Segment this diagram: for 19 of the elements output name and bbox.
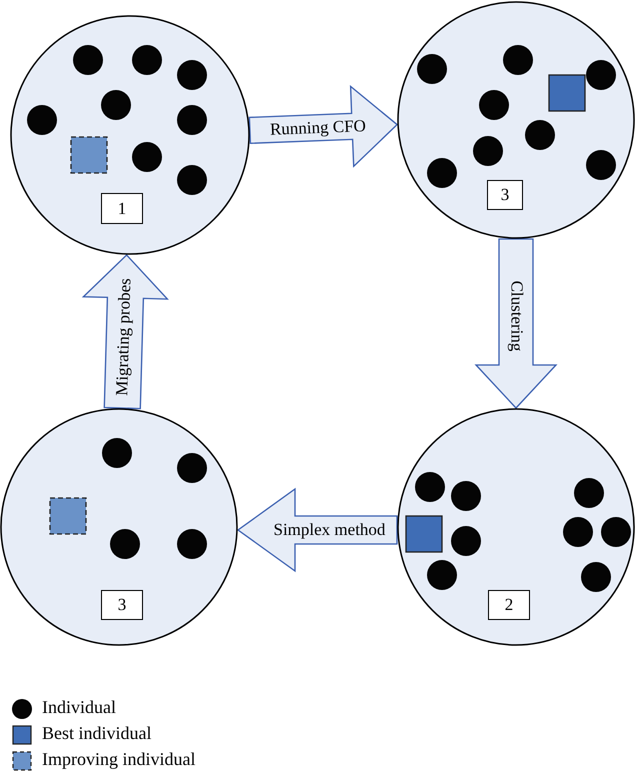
legend-label: Improving individual [42,749,196,770]
block-arrow [474,238,558,409]
legend-label: Best individual [42,723,152,744]
population-circle [397,1,635,239]
population-circle [0,408,238,646]
edge-label: Clustering [506,280,526,351]
number-box: 3 [101,590,143,620]
block-arrow [248,84,398,168]
block-arrow [82,254,169,410]
population-circle [10,15,250,255]
number-box: 3 [487,180,523,210]
population-circle [397,408,635,646]
edge-label: Running CFO [269,116,366,140]
legend-label: Individual [42,697,116,718]
edge-label: Simplex method [274,520,386,540]
number-box: 1 [101,193,143,224]
edge-label: Migrating probes [112,278,136,397]
block-arrow [236,488,398,572]
number-box: 2 [488,590,530,620]
